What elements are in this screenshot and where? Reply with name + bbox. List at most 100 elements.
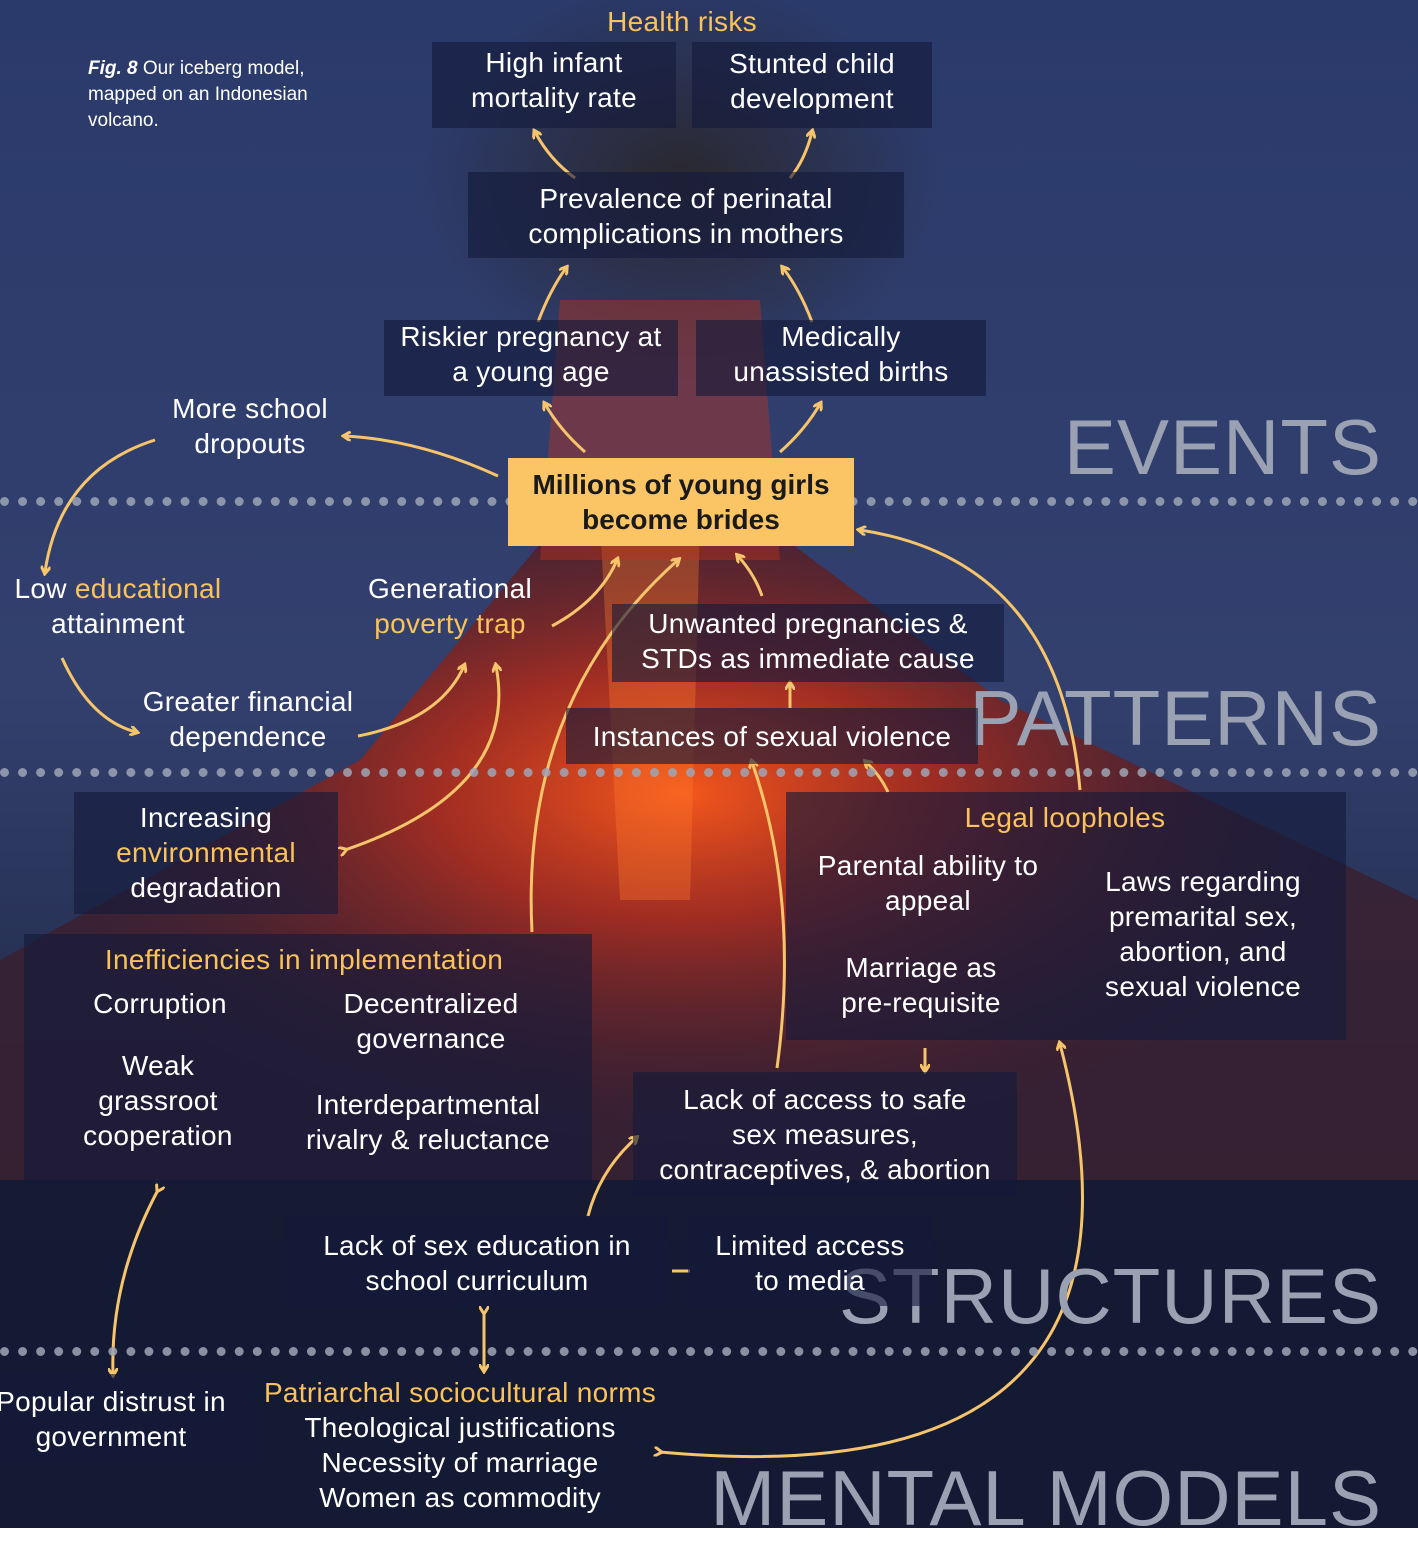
line: premarital sex,: [1108, 901, 1298, 932]
laws-text: Laws regarding premarital sex, abortion,…: [1070, 864, 1336, 1004]
arrow-core-to-unassisted: [779, 404, 820, 454]
line: sexual violence: [1105, 971, 1301, 1002]
arrow-legal-to-violence: [866, 762, 890, 793]
inefficiencies-title: Inefficiencies in implementation: [104, 944, 504, 975]
line: Millions of young girls: [532, 469, 830, 500]
infant-mortality-box: [432, 42, 676, 128]
environment-text: Increasing environmental degradation: [74, 800, 338, 905]
line: dependence: [169, 721, 327, 752]
line: school curriculum: [365, 1265, 589, 1296]
line: Parental ability to: [817, 850, 1039, 881]
stunted-text: Stunted child development: [692, 46, 932, 116]
line: High infant: [485, 47, 623, 78]
financial-dependence-text: Greater financial dependence: [128, 684, 368, 754]
line: Lack of access to safe: [683, 1084, 967, 1115]
core-event-box: Millions of young girls become brides: [508, 458, 854, 546]
line: to media: [755, 1265, 865, 1296]
perinatal-box: [468, 172, 904, 258]
health-risks-title: Health risks: [607, 6, 757, 37]
figure-caption: Fig. 8 Our iceberg model, mapped on an I…: [88, 56, 348, 134]
patriarchal-title: Patriarchal sociocultural norms: [263, 1377, 657, 1408]
infant-mortality-text: High infant mortality rate: [432, 45, 676, 115]
weak-grassroot-text: Weak grassroot cooperation: [60, 1048, 256, 1153]
line: abortion, and: [1119, 936, 1287, 967]
distrust-text: Popular distrust in government: [0, 1384, 236, 1454]
arrow-access-to-violence: [752, 762, 786, 1069]
dropouts-text: More school dropouts: [130, 391, 370, 461]
line: Limited access: [715, 1230, 905, 1261]
divider-patterns-structures: [0, 768, 1418, 777]
line: complications in mothers: [528, 218, 844, 249]
line: grassroot: [98, 1085, 218, 1116]
line: unassisted births: [733, 356, 949, 387]
line: become brides: [582, 504, 780, 535]
riskier-text: Riskier pregnancy at a young age: [384, 319, 678, 389]
line: pre-requisite: [841, 987, 1001, 1018]
line: appeal: [885, 885, 971, 916]
distrust-box: [0, 1374, 256, 1464]
list-item: Theological justifications: [304, 1412, 616, 1443]
list-item: Necessity of marriage: [321, 1447, 599, 1478]
low-edu-line2: attainment: [51, 608, 185, 639]
line: More school: [172, 393, 328, 424]
sex-education-box: [286, 1216, 668, 1306]
unwanted-box: [612, 604, 1004, 682]
violence-box: [566, 708, 978, 764]
low-edu-prefix: Low: [14, 573, 75, 604]
line: Popular distrust in: [0, 1386, 226, 1417]
arrow-dropouts-to-low-edu: [45, 438, 156, 572]
arrow-patriarchal-laws-double: [660, 1044, 1084, 1459]
line: Marriage as: [845, 952, 997, 983]
arrow-core-to-dropouts: [345, 436, 499, 478]
arrow-financial-to-poverty: [357, 666, 464, 738]
low-education-text: Low educational attainment: [0, 571, 236, 641]
line: contraceptives, & abortion: [659, 1154, 991, 1185]
line: mortality rate: [470, 82, 638, 113]
arrow-core-to-riskier: [545, 404, 586, 454]
divider-structures-mental-models: [0, 1347, 1418, 1356]
layer-label-events: EVENTS: [1063, 403, 1382, 491]
line: Laws regarding: [1105, 866, 1301, 897]
stunted-box: [692, 42, 932, 128]
arrow-sexed-to-access: [586, 1138, 636, 1217]
line: Medically: [781, 321, 901, 352]
parental-appeal-text: Parental ability to appeal: [800, 848, 1056, 918]
unwanted-text: Unwanted pregnancies & STDs as immediate…: [612, 606, 1004, 676]
line: Lack of sex education in: [323, 1230, 631, 1261]
line: Stunted child: [729, 48, 895, 79]
line: governance: [356, 1023, 506, 1054]
low-edu-highlight: educational: [74, 573, 222, 604]
arrow-unwanted-to-core: [738, 556, 764, 597]
media-box: [688, 1216, 932, 1306]
line: Decentralized: [343, 988, 519, 1019]
list-item: Women as commodity: [319, 1482, 601, 1513]
perinatal-text: Prevalence of perinatal complications in…: [468, 181, 904, 251]
arrow-unassisted-to-perinatal: [783, 268, 814, 323]
caption-text: Our iceberg model, mapped on an Indonesi…: [88, 58, 308, 131]
poverty-line1: Generational: [368, 573, 532, 604]
inefficiencies-box: [24, 934, 592, 1184]
environment-box: [74, 792, 338, 914]
line: dropouts: [194, 428, 306, 459]
decentralized-text: Decentralized governance: [310, 986, 552, 1056]
riskier-box: [384, 320, 678, 396]
arrow-low-edu-to-financial: [60, 657, 136, 732]
poverty-trap-text: Generational poverty trap: [340, 571, 560, 641]
line: Unwanted pregnancies &: [648, 608, 968, 639]
line: rivalry & reluctance: [305, 1124, 551, 1155]
violence-text: Instances of sexual violence: [592, 721, 952, 752]
arrow-poverty-to-core: [551, 560, 617, 628]
patriarchal-items: Theological justifications Necessity of …: [250, 1410, 670, 1515]
line: Riskier pregnancy at: [400, 321, 662, 352]
figure-number: Fig. 8: [88, 58, 138, 79]
access-box: [633, 1072, 1017, 1196]
arrow-poverty-env-double: [345, 666, 499, 850]
env-line1: Increasing: [139, 802, 273, 833]
line: cooperation: [83, 1120, 233, 1151]
env-line3: degradation: [130, 872, 282, 903]
unassisted-box: [696, 320, 986, 396]
corruption-text: Corruption: [93, 988, 227, 1019]
arrow-riskier-to-perinatal: [536, 268, 566, 323]
line: Weak: [121, 1050, 195, 1081]
line: development: [730, 83, 894, 114]
